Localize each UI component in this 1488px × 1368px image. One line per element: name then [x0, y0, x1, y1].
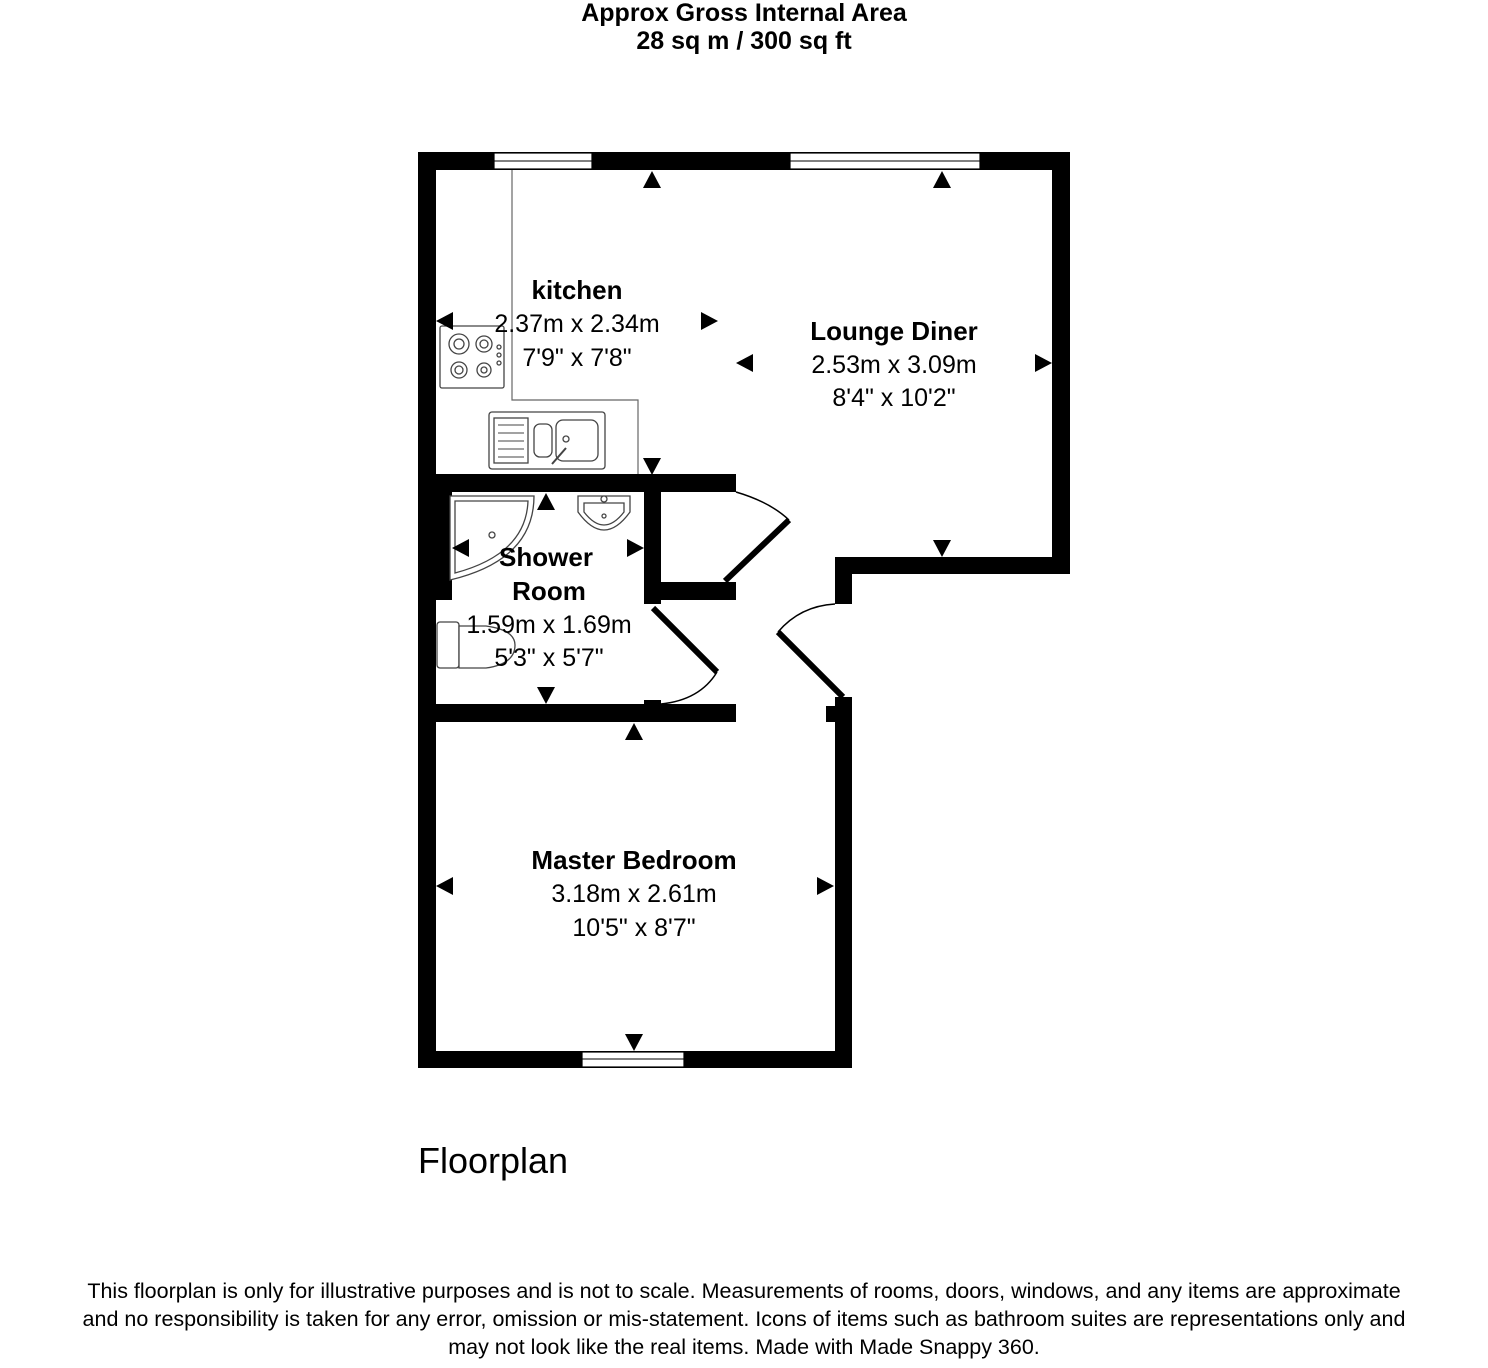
- room-metric-size: 1.59m x 1.69m: [466, 611, 631, 639]
- window-icon: [493, 152, 593, 170]
- disclaimer-line: may not look like the real items. Made w…: [448, 1335, 1040, 1359]
- hob-icon: [439, 325, 505, 389]
- room-metric-size: 2.53m x 3.09m: [811, 351, 976, 379]
- room-name: kitchen: [531, 275, 622, 305]
- room-lounge-diner: Lounge Diner 2.53m x 3.09m 8'4" x 10'2": [810, 316, 978, 412]
- room-name: Master Bedroom: [531, 845, 736, 875]
- basin-icon: [577, 495, 631, 531]
- kitchen-worktop: [511, 170, 639, 474]
- room-metric-size: 3.18m x 2.61m: [551, 880, 716, 908]
- disclaimer: This floorplan is only for illustrative …: [0, 1277, 1488, 1361]
- room-imperial-size: 5'3" x 5'7": [494, 644, 603, 672]
- room-imperial-size: 10'5" x 8'7": [572, 914, 695, 942]
- room-kitchen: kitchen 2.37m x 2.34m 7'9" x 7'8": [494, 275, 659, 372]
- area-title: Approx Gross Internal Area: [581, 0, 907, 27]
- room-master-bedroom: Master Bedroom 3.18m x 2.61m 10'5" x 8'7…: [531, 845, 736, 942]
- door-icon: [775, 603, 846, 700]
- room-imperial-size: 8'4" x 10'2": [832, 384, 955, 412]
- room-imperial-size: 7'9" x 7'8": [522, 344, 631, 372]
- room-name: Lounge Diner: [810, 316, 978, 346]
- room-name: Room: [512, 576, 586, 606]
- door-icon: [650, 605, 720, 705]
- disclaimer-line: and no responsibility is taken for any e…: [82, 1307, 1406, 1331]
- room-metric-size: 2.37m x 2.34m: [494, 310, 659, 338]
- window-icon: [789, 152, 981, 170]
- disclaimer-line: This floorplan is only for illustrative …: [87, 1279, 1401, 1303]
- room-name: Shower: [499, 542, 593, 572]
- dimension-arrow-icon: [436, 171, 1052, 1051]
- floor-label: Floorplan: [418, 1140, 569, 1181]
- shower-tray-icon: [449, 495, 535, 581]
- window-icon: [581, 1051, 685, 1068]
- door-icon: [722, 491, 792, 584]
- walls: [418, 152, 1070, 1068]
- room-shower-room: Shower Room 1.59m x 1.69m 5'3" x 5'7": [466, 542, 631, 672]
- sink-icon: [488, 411, 606, 470]
- area-value: 28 sq m / 300 sq ft: [636, 27, 852, 55]
- toilet-icon: [436, 621, 516, 669]
